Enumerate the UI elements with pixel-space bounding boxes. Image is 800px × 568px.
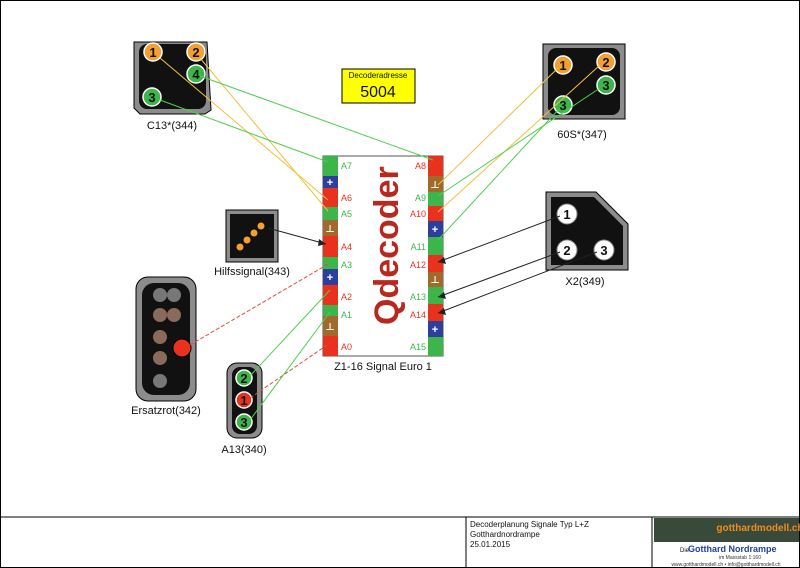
- left-ground-2: ⊥: [325, 322, 334, 333]
- signal-x2: 1 2 3 X2(349): [545, 191, 629, 288]
- right-ground-1: ⊥: [430, 180, 439, 191]
- c13-lamp-4-label: 4: [192, 67, 200, 82]
- pin-a4: A4: [341, 242, 352, 252]
- a13-lamp-3-label: 3: [240, 415, 247, 430]
- right-plus-2: +: [432, 324, 438, 336]
- a13-lamp-1: [235, 391, 253, 409]
- signal-60s: 1 2 3 3 60S*(347): [542, 43, 626, 141]
- wire-x2-2: [437, 251, 561, 298]
- hilfssignal-label: Hilfssignal(343): [214, 266, 290, 278]
- signal-ersatzrot: Ersatzrot(342): [131, 276, 201, 417]
- pin-a13: A13: [410, 292, 426, 302]
- wire-s60-2: [437, 64, 601, 213]
- decoder-module: + ⊥ + ⊥ ⊥ + ⊥ + A7 A6 A5 A4 A: [322, 155, 444, 373]
- signal-c13: 1 2 4 3 C13*(344): [133, 41, 212, 132]
- c13-label: C13*(344): [147, 120, 197, 132]
- pin-a6: A6: [341, 193, 352, 203]
- pin-a10: A10: [410, 209, 426, 219]
- ersatzrot-lamp: [172, 338, 192, 358]
- s60-lamp-1-label: 1: [559, 58, 566, 73]
- s60-lamp-3a-label: 3: [602, 78, 609, 93]
- x2-lamp-2: [556, 239, 578, 261]
- pin-a1: A1: [341, 310, 352, 320]
- left-plus-1: +: [327, 177, 333, 189]
- s60-lamp-3b-label: 3: [559, 98, 566, 113]
- a13-label: A13(340): [221, 444, 266, 456]
- pin-a0: A0: [341, 342, 352, 352]
- pin-a2: A2: [341, 292, 352, 302]
- c13-lamp-4: [186, 64, 206, 84]
- pin-a5: A5: [341, 209, 352, 219]
- wire-a13-3: [249, 311, 331, 421]
- left-plus-2: +: [327, 272, 333, 284]
- logo-title: Gotthard Nordrampe: [688, 544, 777, 554]
- title-block: Decoderplanung Signale Typ L+Z Gotthardn…: [465, 517, 653, 568]
- right-ground-2: ⊥: [430, 275, 439, 286]
- logo-contact: www.gotthardmodell.ch • info@gotthardmod…: [671, 562, 780, 568]
- decoder-address-value: 5004: [360, 84, 396, 101]
- a13-lamp-1-label: 1: [240, 393, 247, 408]
- s60-label: 60S*(347): [557, 129, 607, 141]
- a13-lamp-2-label: 2: [240, 371, 247, 386]
- s60-lamp-3a: [596, 75, 616, 95]
- wire-a13-2: [249, 289, 331, 377]
- wire-s60-3b: [437, 107, 561, 241]
- wire-s60-3a: [437, 87, 601, 197]
- logo-title-prefix: Die: [680, 548, 690, 554]
- s60-lamp-2-label: 2: [602, 55, 609, 70]
- c13-lamp-3-label: 3: [148, 90, 155, 105]
- wires: [159, 57, 601, 421]
- logo-scale: im Massstab 1:160: [719, 555, 761, 561]
- pin-a14: A14: [410, 310, 426, 320]
- pin-a11: A11: [411, 242, 426, 252]
- pin-a9: A9: [415, 193, 426, 203]
- a13-lamp-2: [235, 369, 253, 387]
- pin-a7: A7: [341, 161, 352, 171]
- decoder-address-label: Decoderadresse: [349, 71, 408, 80]
- a13-lamp-3: [235, 413, 253, 431]
- pin-a8: A8: [415, 161, 426, 171]
- decoder-caption: Z1-16 Signal Euro 1: [334, 361, 432, 373]
- title-line-3: 25.01.2015: [470, 540, 511, 549]
- x2-lamp-3-label: 3: [600, 243, 607, 258]
- signal-hilfssignal: Hilfssignal(343): [214, 209, 290, 278]
- left-ground-1: ⊥: [325, 224, 334, 235]
- c13-lamp-2: [186, 42, 206, 62]
- right-pin-strip: ⊥ + ⊥ +: [428, 156, 443, 356]
- x2-lamp-1: [556, 203, 578, 225]
- left-pin-strip: + ⊥ + ⊥: [323, 156, 338, 356]
- ersatzrot-label: Ersatzrot(342): [131, 405, 201, 417]
- x2-lamp-2-label: 2: [563, 243, 570, 258]
- right-plus-1: +: [432, 224, 438, 236]
- s60-lamp-2: [596, 52, 616, 72]
- wire-s60-1: [437, 67, 559, 186]
- wire-c13-3: [159, 99, 329, 163]
- wire-x2-3: [437, 251, 598, 314]
- signal-a13: 2 1 3 A13(340): [221, 362, 267, 456]
- wire-ersatzrot: [189, 262, 331, 346]
- wire-hilfssignal: [267, 227, 327, 245]
- decoder-address-box: Decoderadresse 5004: [341, 68, 416, 104]
- c13-lamp-3: [142, 87, 162, 107]
- x2-label: X2(349): [565, 276, 604, 288]
- logo-site: gotthardmodell.ch: [716, 523, 800, 534]
- gotthardmodell-logo: gotthardmodell.ch Die Gotthard Nordrampe…: [654, 518, 800, 568]
- c13-lamp-1-label: 1: [149, 45, 156, 60]
- pin-a15: A15: [410, 342, 426, 352]
- wire-x2-1: [437, 215, 561, 263]
- wire-c13-4: [199, 75, 434, 161]
- c13-lamp-2-label: 2: [192, 45, 199, 60]
- x2-lamp-1-label: 1: [563, 207, 570, 222]
- s60-lamp-1: [553, 55, 573, 75]
- wire-a13-1: [249, 342, 331, 399]
- x2-lamp-3: [593, 239, 615, 261]
- wire-c13-1: [159, 57, 329, 201]
- pin-a3: A3: [341, 260, 352, 270]
- qdecoder-logo: Qdecoder: [368, 166, 406, 325]
- title-line-2: Gotthardnordrampe: [470, 530, 540, 539]
- c13-lamp-1: [143, 42, 163, 62]
- pin-a12: A12: [410, 260, 426, 270]
- title-line-1: Decoderplanung Signale Typ L+Z: [470, 520, 589, 529]
